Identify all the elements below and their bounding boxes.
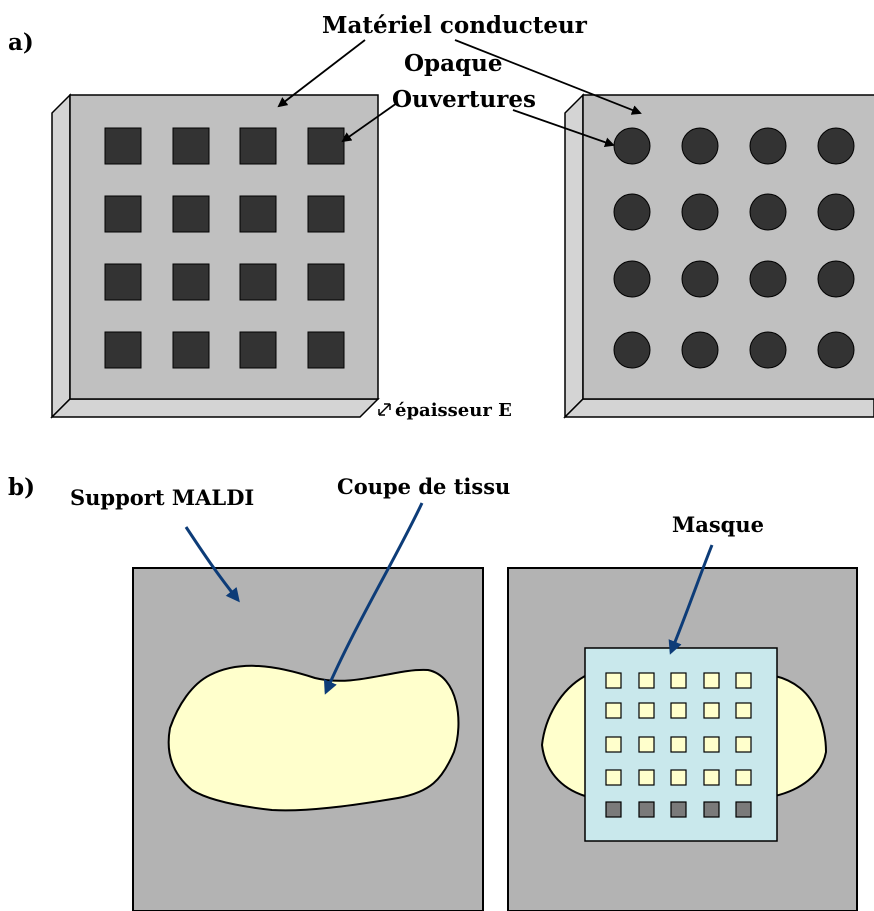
arrow-openings-to-circle (512, 109, 615, 148)
panel-b-arrows (184, 502, 714, 695)
circular-aperture (749, 193, 787, 231)
circular-aperture (681, 260, 719, 298)
plate-circular-apertures (563, 93, 874, 419)
square-aperture (104, 127, 142, 165)
square-aperture (307, 263, 345, 301)
thickness-indicator: épaisseur E (378, 400, 512, 421)
circular-aperture (613, 127, 651, 165)
mask-aperture (670, 736, 687, 753)
square-aperture (239, 263, 277, 301)
mask-aperture (638, 736, 655, 753)
circular-aperture (613, 260, 651, 298)
tissue-section (167, 664, 460, 812)
square-aperture (172, 331, 210, 369)
mask-aperture (735, 769, 752, 786)
square-aperture (104, 263, 142, 301)
mask-aperture (703, 672, 720, 689)
panel-a-letter: a) (8, 29, 34, 56)
plate-square-apertures (50, 93, 380, 419)
square-aperture (307, 195, 345, 233)
panel-b: b) Support MALDI Coupe de tissu Masque (8, 474, 858, 911)
circular-aperture (817, 127, 855, 165)
panel-b-letter: b) (8, 474, 35, 501)
mask-aperture (703, 702, 720, 719)
mask-aperture (703, 801, 720, 818)
circular-aperture (613, 331, 651, 369)
circular-apertures-grid (613, 127, 855, 369)
plate-left-edge (51, 93, 71, 419)
mask-aperture (605, 672, 622, 689)
mask-aperture (670, 702, 687, 719)
label-mask: Masque (672, 512, 764, 537)
plate-bottom-edge (563, 398, 874, 418)
circular-aperture (817, 193, 855, 231)
circular-aperture (817, 331, 855, 369)
arrow-support (184, 526, 240, 603)
mask-aperture (638, 801, 655, 818)
mask-aperture (638, 769, 655, 786)
label-openings: Ouvertures (392, 86, 536, 113)
square-aperture (307, 127, 345, 165)
label-thickness: épaisseur E (395, 400, 512, 421)
square-aperture (239, 127, 277, 165)
circular-aperture (749, 260, 787, 298)
arrow-openings-to-square (341, 102, 398, 143)
label-conductive-material: Matériel conducteur (322, 12, 588, 39)
square-aperture (239, 331, 277, 369)
square-aperture (172, 195, 210, 233)
arrow-mask (668, 544, 714, 655)
mask-aperture (735, 736, 752, 753)
square-aperture (307, 331, 345, 369)
panel-a: a) Matériel conducteur Opaque Ouvertures… (8, 12, 874, 421)
circular-aperture (681, 331, 719, 369)
label-maldi-support: Support MALDI (70, 485, 254, 510)
square-aperture (239, 195, 277, 233)
circular-aperture (613, 193, 651, 231)
circular-aperture (681, 193, 719, 231)
mask-aperture (735, 801, 752, 818)
maldi-support-left (132, 567, 484, 911)
mask-aperture (703, 769, 720, 786)
plate-bottom-edge (50, 398, 380, 418)
square-apertures-grid (104, 127, 345, 369)
mask-aperture (735, 702, 752, 719)
arrow-tissue (323, 502, 424, 695)
circular-aperture (681, 127, 719, 165)
circular-aperture (817, 260, 855, 298)
plate-left-edge (564, 93, 584, 419)
mask-aperture (605, 702, 622, 719)
mask-aperture (605, 801, 622, 818)
panel-a-arrows (277, 39, 642, 148)
mask-aperture (735, 672, 752, 689)
arrow-material-to-left-plate (277, 39, 366, 108)
mask-apertures-grid (605, 672, 752, 818)
mask-aperture (670, 672, 687, 689)
mask-aperture (670, 769, 687, 786)
circular-aperture (749, 127, 787, 165)
mask-aperture (605, 736, 622, 753)
mask-aperture (605, 769, 622, 786)
mask-aperture (670, 801, 687, 818)
mask-aperture (638, 672, 655, 689)
arrow-material-to-right-plate (454, 39, 642, 115)
mask-aperture (638, 702, 655, 719)
square-aperture (104, 195, 142, 233)
circular-aperture (749, 331, 787, 369)
label-tissue-section: Coupe de tissu (337, 474, 510, 499)
mask-aperture (703, 736, 720, 753)
square-aperture (172, 263, 210, 301)
square-aperture (172, 127, 210, 165)
label-opaque: Opaque (404, 50, 502, 77)
square-aperture (104, 331, 142, 369)
